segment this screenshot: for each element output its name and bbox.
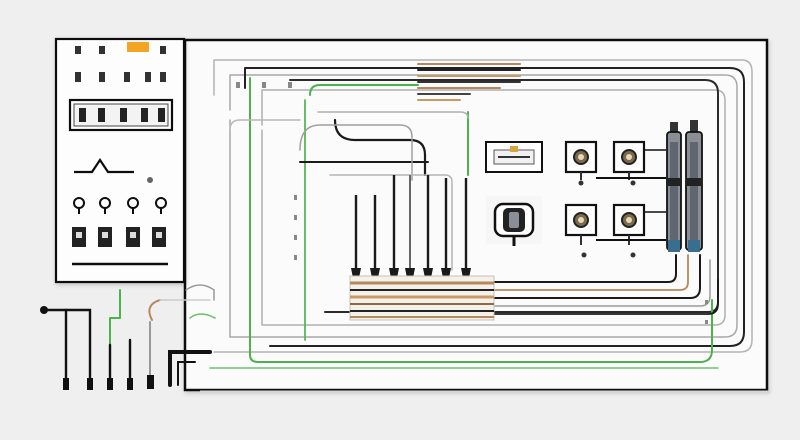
terminal-socket-icon [564,203,598,258]
cable-icon [64,308,93,390]
capacitor-column-left [666,122,682,252]
terminal-block-icon [349,275,495,321]
switch-row [72,197,167,247]
switch-icon [152,197,167,247]
wire-fan-1 [489,254,677,283]
switch-icon [98,197,112,247]
relay-icon [485,141,543,173]
terminal-socket-icon [612,140,646,186]
capacitor-column-right [685,120,703,252]
cable-icon [168,350,212,387]
switch-icon [126,197,140,247]
board-markers [236,82,708,324]
wire-fan-2 [489,254,689,291]
control-panel-icon [54,37,186,284]
terminal-socket-icon [612,203,646,258]
capacitor-icon [685,120,703,252]
wire-gray-1 [213,59,753,353]
wire-gray-7 [229,119,301,131]
meter-trace [74,158,153,183]
switch-icon [72,197,86,247]
wire-green-2 [309,84,419,96]
terminal-socket-icon [564,140,598,186]
indicator-row-2 [75,72,166,82]
wire-black-3 [333,118,427,177]
wire-fan-5 [489,279,719,315]
fuse-icon [68,98,174,132]
wire-black-outer [244,67,745,347]
wire-gray-4 [299,124,413,181]
warning-light-icon [127,42,149,52]
socket-terminals [564,140,666,258]
wire-green-6 [109,289,121,346]
wire-gray-2 [229,74,738,338]
dangling-cables [40,284,216,390]
cable-icon [127,338,133,390]
wire-fan-3 [489,254,701,299]
capacitor-icon [666,122,682,252]
cable-icon [147,299,161,389]
cable-icon [107,343,113,390]
top-copper-harness [417,63,521,101]
indicator-row-1 [75,42,166,54]
wire-gray-5 [329,174,453,271]
wire-gray-6 [317,111,469,119]
wire-green-1 [249,77,713,363]
connector-icon [486,196,542,246]
